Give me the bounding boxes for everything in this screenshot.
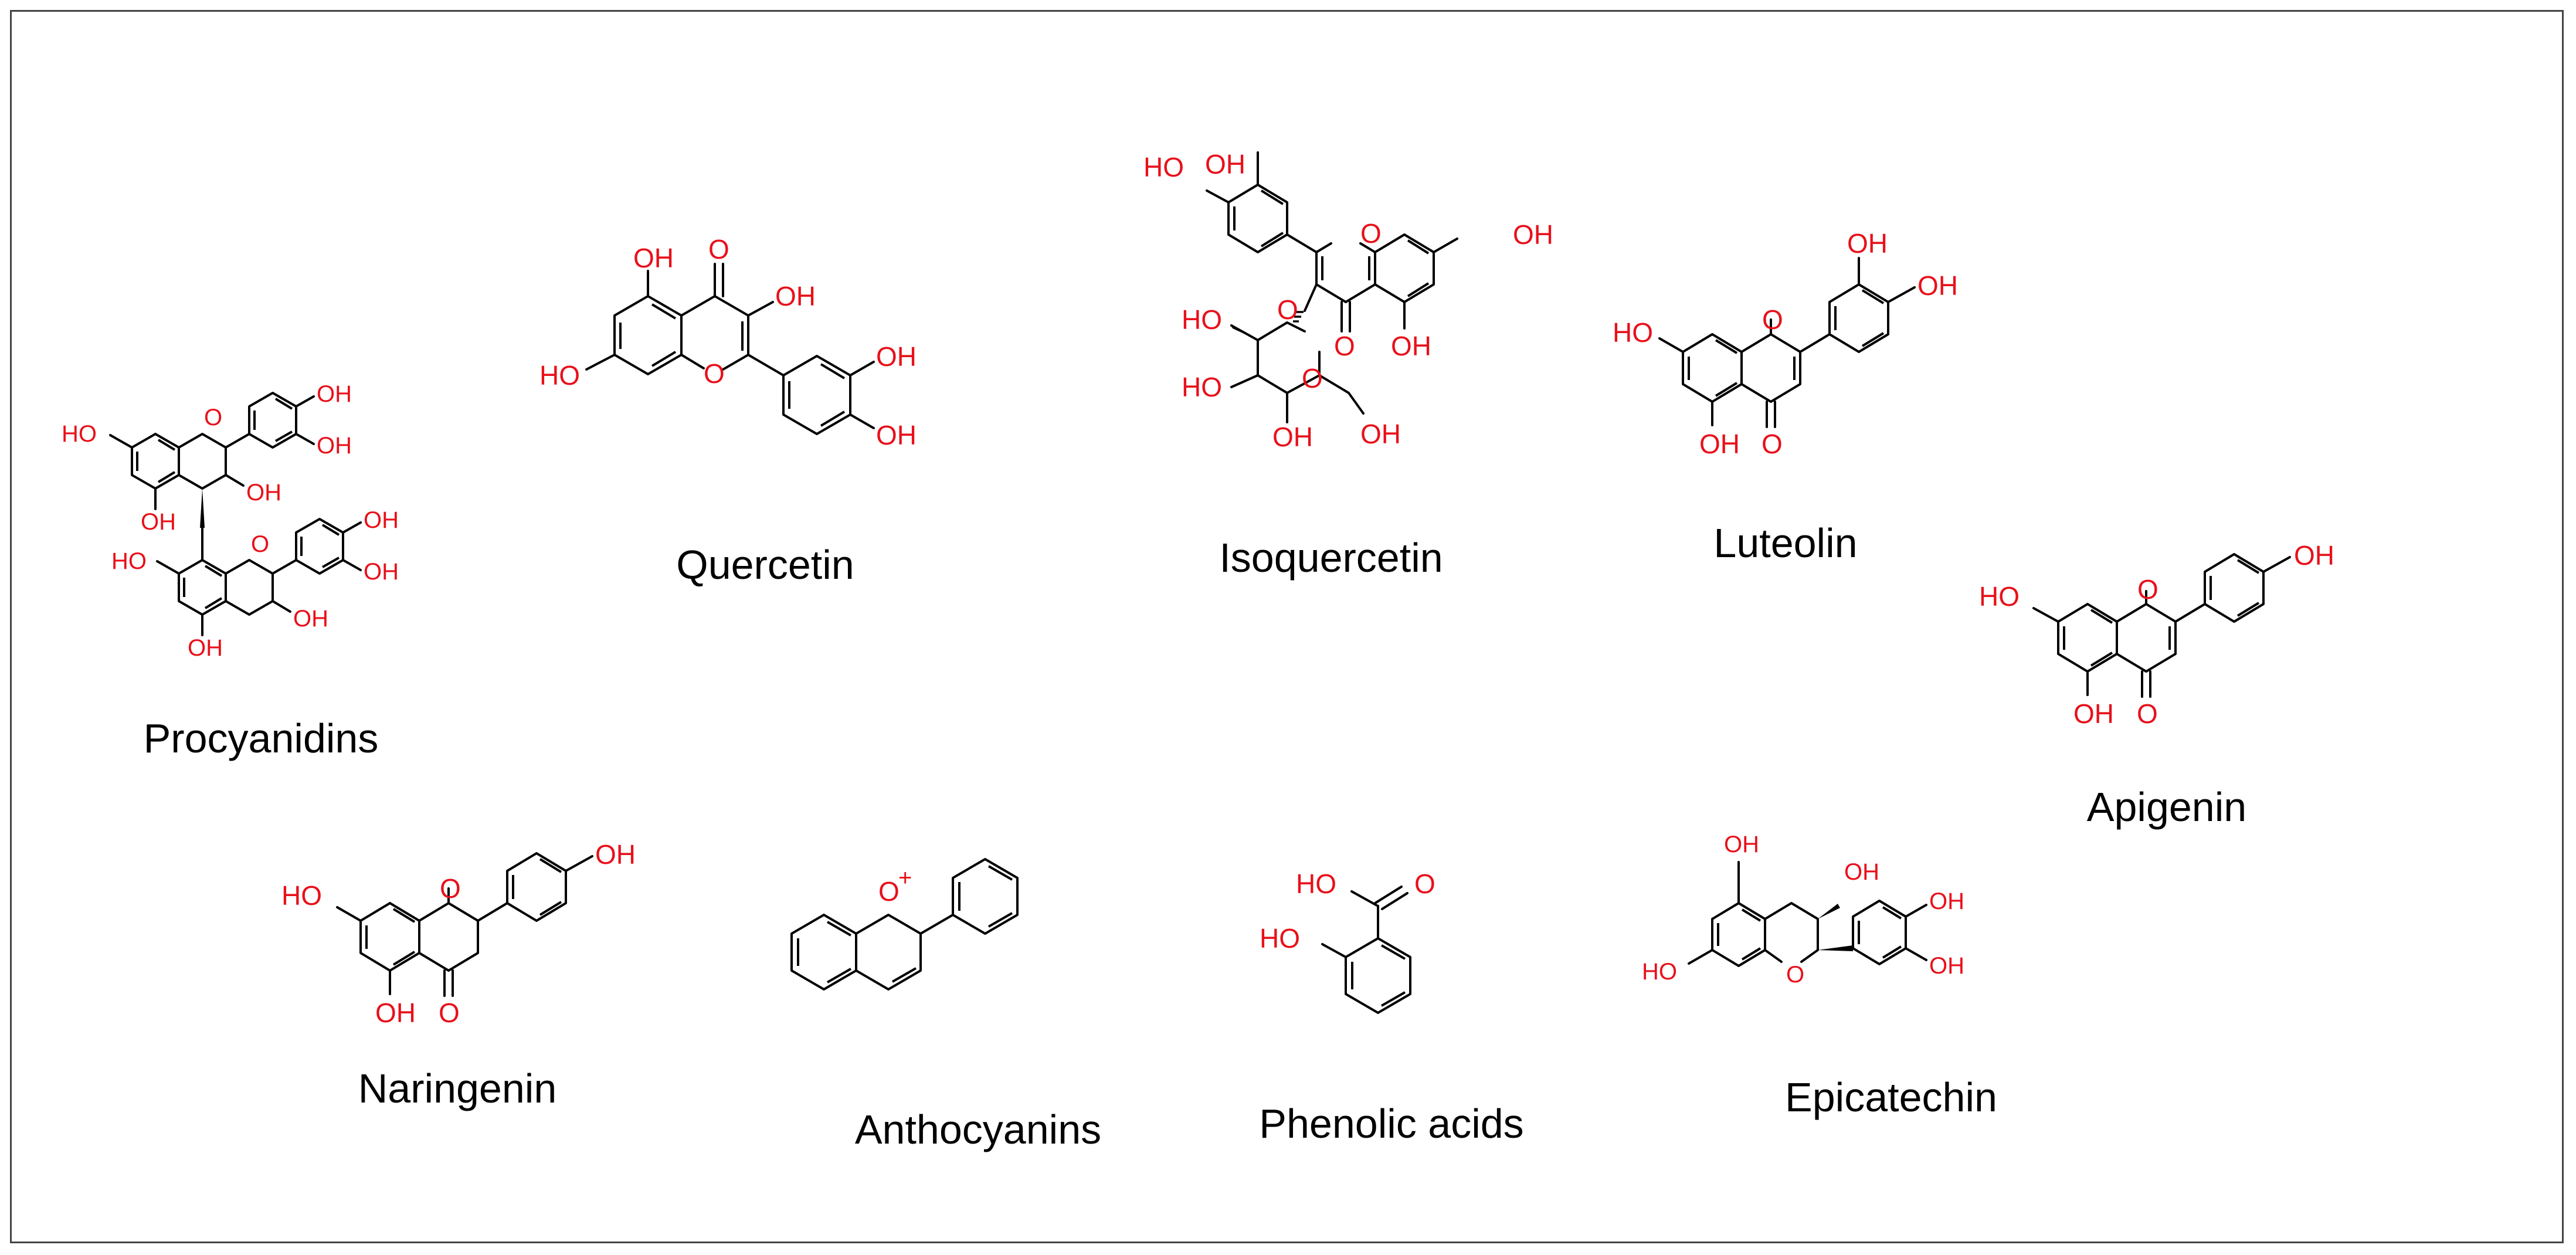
compound-name-apigenin: Apigenin [2087,784,2246,830]
atom-label: OH [595,839,636,870]
atom-label: OH [2073,698,2114,729]
atom-label: OH [1917,270,1958,301]
atom-label: O [1277,294,1298,325]
atom-label: O [1334,331,1355,361]
atom-label: OH [188,635,223,661]
atom-label: O [439,998,460,1028]
compound-name-phenolic-acids: Phenolic acids [1259,1101,1523,1147]
structure-apigenin: O HO OH O OH [1979,540,2334,729]
atom-label: O [1360,218,1382,249]
atom-label: OH [1272,422,1313,452]
atom-label: OH [1929,888,1964,914]
atom-label: O [204,405,222,430]
atom-label: OH [876,341,917,372]
structure-naringenin: O HO OH O OH [281,839,636,1028]
compound-name-naringenin: Naringenin [358,1066,557,1111]
atom-label: HO [281,880,322,911]
figure-frame [10,10,2564,1243]
structure-luteolin: O HO OH O OH OH [1613,228,1958,459]
compound-name-quercetin: Quercetin [676,542,854,588]
structure-isoquercetin: OH HO OH O O OH O O HO HO OH OH [1143,149,1553,452]
atom-label: HO [1979,581,2020,612]
atom-label: OH [1847,228,1888,259]
atom-label: OH [876,420,917,450]
atom-label: OH [141,509,176,535]
atom-label: O [2137,698,2158,729]
atom-label: HO [1296,869,1336,899]
atom-label: OH [364,559,399,585]
atom-label: OH [364,507,399,533]
atom-label: O [1786,962,1804,988]
atom-label: OH [633,243,674,273]
atom-label: O [1762,304,1783,335]
atom-label: O [1302,363,1323,394]
compound-name-anthocyanins: Anthocyanins [855,1107,1101,1152]
compound-name-luteolin: Luteolin [1713,520,1857,566]
compound-name-epicatechin: Epicatechin [1785,1074,1997,1120]
atom-label: HO [1613,317,1653,348]
atom-label: O [251,531,269,557]
atom-label: OH [1391,331,1431,361]
atom-label: OH [775,281,816,311]
atom-label: HO [1182,372,1222,402]
atom-label: OH [375,998,416,1028]
atom-label: OH [317,433,352,459]
atom-label: HO [1143,152,1184,182]
compound-name-isoquercetin: Isoquercetin [1219,535,1443,581]
structure-phenolic-acids: HO O HO [1260,869,1435,1014]
atom-label: OH [1929,953,1964,979]
atom-label: HO [1260,923,1300,954]
atom-label: HO [111,548,147,574]
atom-label: HO [1642,959,1677,985]
structure-epicatechin: OH OH O HO OH OH [1642,832,1964,988]
atom-label: HO [539,360,580,391]
atom-label: OH [1360,419,1401,449]
charge-label: + [898,865,912,891]
compound-name-procyanidins: Procyanidins [144,715,379,761]
atom-label: OH [2294,540,2334,571]
atom-label: O [708,234,729,264]
atom-label: O [878,876,900,907]
atom-label: O [440,873,461,904]
structure-quercetin: OH O OH O HO OH OH [539,234,917,450]
atom-label: OH [1844,859,1879,885]
atom-label: O [704,358,725,389]
atom-label: HO [1182,304,1222,335]
atom-label: O [1762,429,1783,459]
atom-label: OH [246,480,281,506]
atom-label: OH [1513,219,1553,250]
hashed-bond [1293,311,1304,323]
atom-label: OH [1205,149,1245,179]
atom-label: OH [1699,429,1740,459]
structure-procyanidins: O HO OH OH OH OH O HO OH OH OH OH [62,381,399,661]
atom-label: HO [62,421,97,447]
atom-label: OH [317,381,352,407]
atom-label: O [2137,574,2158,605]
atom-label: OH [293,606,328,632]
atom-label: O [1414,869,1435,899]
structure-anthocyanins: O + [790,858,1019,991]
atom-label: OH [1724,832,1759,857]
